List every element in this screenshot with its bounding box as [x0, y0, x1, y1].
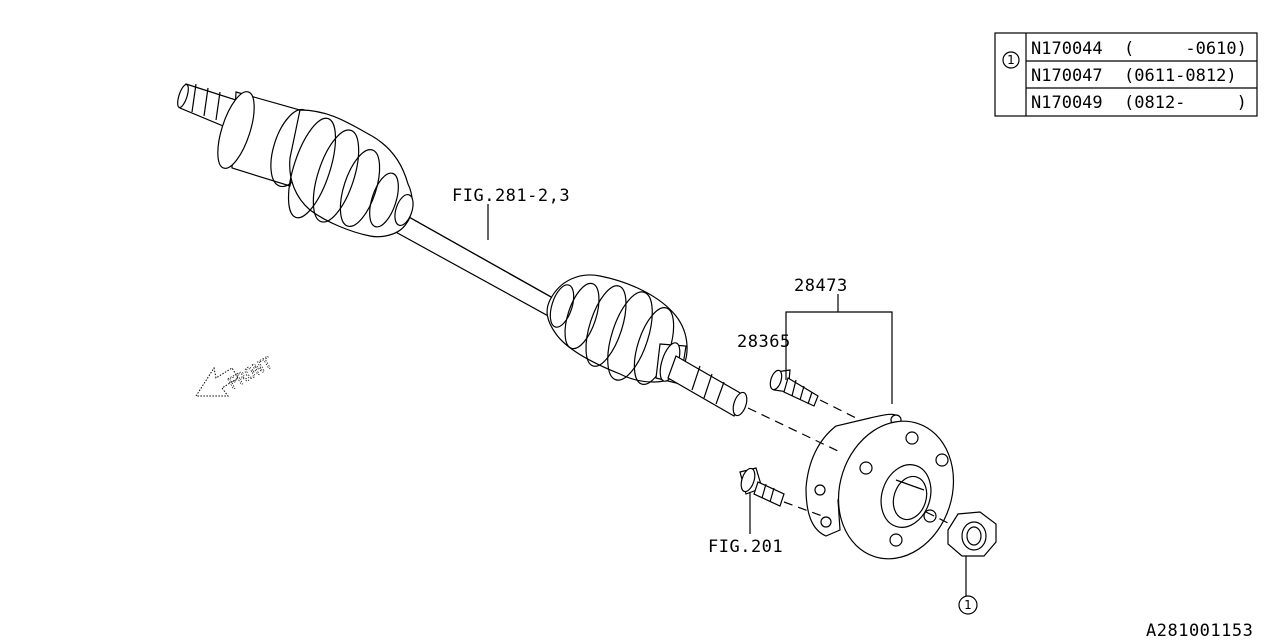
front-label: FRONT	[225, 353, 277, 394]
hub-assembly-28473	[805, 413, 955, 560]
assembly-line-bolt-fig201	[783, 501, 823, 517]
leader-28473	[785, 311, 893, 404]
hub-bolt-28365	[769, 369, 819, 407]
table-ref-number: 1	[1007, 53, 1015, 67]
callout-fig201: FIG.201	[708, 537, 783, 557]
callout-28365: 28365	[737, 332, 791, 352]
front-direction-arrow: FRONT	[195, 352, 277, 397]
outboard-joint-shaft	[655, 342, 748, 417]
axle-nut	[947, 511, 997, 557]
table-row-2-part: N170047	[1031, 66, 1103, 86]
inboard-cv-boot	[287, 109, 414, 238]
part-number-table: 1 N170044 ( -0610) N170047 (0611-0812) N…	[994, 32, 1258, 117]
table-row-3-part: N170049	[1031, 93, 1103, 113]
table-row-1-range: ( -0610)	[1124, 39, 1247, 59]
callout-ref-number: 1	[964, 598, 972, 612]
callout-fig281: FIG.281-2,3	[452, 186, 570, 206]
outboard-cv-boot	[546, 274, 688, 385]
table-row-2-range: (0611-0812)	[1124, 66, 1237, 86]
table-ref-circle	[1002, 51, 1020, 69]
diagram-id: A281001153	[1146, 621, 1253, 640]
table-row-3-range: (0812- )	[1124, 93, 1247, 113]
callout-28473: 28473	[794, 276, 848, 296]
assembly-line-shaft-hub	[747, 407, 841, 453]
assembly-line-bolt-28365	[819, 399, 861, 421]
table-row-1-part: N170044	[1031, 39, 1103, 59]
assembly-line-nut	[925, 511, 951, 525]
callout-ref-circle	[958, 595, 978, 615]
drive-shaft	[177, 83, 748, 417]
hub-bolt-fig201	[739, 467, 785, 507]
